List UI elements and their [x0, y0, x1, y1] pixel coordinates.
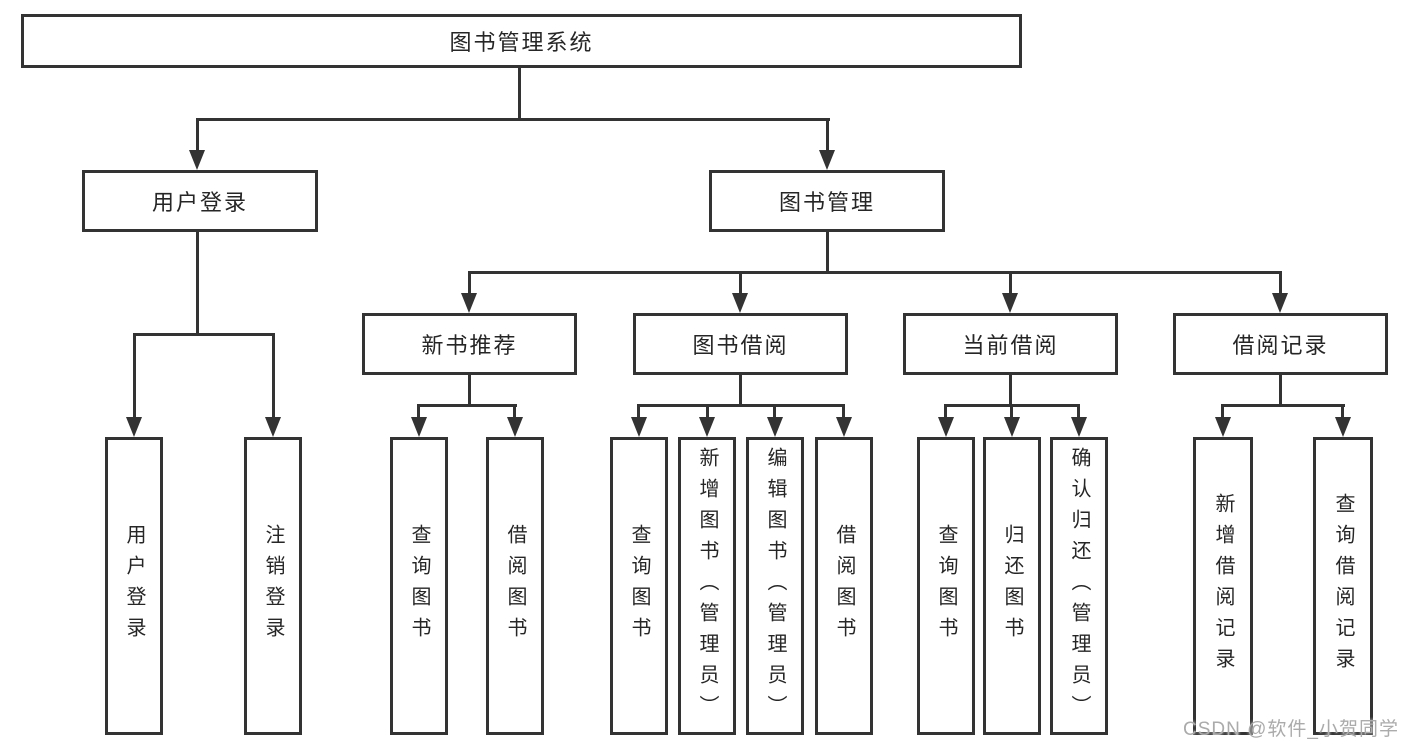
arrow-down-icon [1002, 293, 1018, 313]
connector-line [518, 68, 521, 120]
node-user-login: 用户登录 [105, 437, 163, 735]
arrow-down-icon [938, 417, 954, 437]
connector-line [739, 375, 742, 406]
node-br-query-record: 查询借阅记录 [1313, 437, 1373, 735]
connector-line [842, 404, 845, 419]
node-current-borrowing-label: 当前借阅 [962, 333, 1059, 358]
connector-line [773, 404, 776, 419]
arrow-down-icon [126, 417, 142, 437]
node-book-borrowing-label: 图书借阅 [692, 333, 789, 358]
node-bb-edit-books-admin: 编辑图书（管理员） [746, 437, 804, 735]
connector-line [468, 271, 1282, 274]
watermark-text: CSDN @软件_小贺同学 [1183, 719, 1399, 740]
connector-line [1009, 271, 1012, 295]
connector-line [196, 118, 199, 152]
node-current-borrowing: 当前借阅 [903, 313, 1118, 375]
connector-line [637, 404, 845, 407]
node-cb-confirm-return-admin-label: 确认归还（管理员） [1068, 446, 1090, 726]
node-bb-add-books-admin: 新增图书（管理员） [678, 437, 736, 735]
connector-line [1221, 404, 1224, 419]
connector-line [196, 232, 199, 335]
node-user-login-branch-label: 用户登录 [151, 190, 248, 215]
node-nb-query-books: 查询图书 [390, 437, 448, 735]
connector-line [944, 404, 947, 419]
arrow-down-icon [1335, 417, 1351, 437]
node-book-borrowing: 图书借阅 [633, 313, 848, 375]
node-logout-label: 注销登录 [262, 524, 284, 648]
node-nb-borrow-books: 借阅图书 [486, 437, 544, 735]
connector-line [1279, 375, 1282, 407]
node-user-login-label: 用户登录 [123, 524, 145, 648]
connector-line [1009, 375, 1012, 406]
node-bb-query-books-label: 查询图书 [628, 524, 650, 648]
node-cb-query-books: 查询图书 [917, 437, 975, 735]
node-nb-query-books-label: 查询图书 [408, 524, 430, 648]
connector-line [739, 271, 742, 295]
node-bb-edit-books-admin-label: 编辑图书（管理员） [764, 446, 786, 726]
connector-line [272, 333, 275, 417]
arrow-down-icon [1215, 417, 1231, 437]
connector-line [637, 404, 640, 419]
arrow-down-icon [631, 417, 647, 437]
node-book-management-branch: 图书管理 [709, 170, 945, 232]
connector-line [1077, 404, 1080, 419]
connector-line [513, 404, 516, 419]
connector-line [1341, 404, 1344, 419]
connector-line [133, 333, 136, 417]
arrow-down-icon [1272, 293, 1288, 313]
connector-line [468, 375, 471, 407]
connector-line [196, 118, 830, 121]
node-library-system: 图书管理系统 [21, 14, 1022, 68]
connector-line [1221, 404, 1345, 407]
connector-line [417, 404, 420, 419]
node-br-add-record: 新增借阅记录 [1193, 437, 1253, 735]
arrow-down-icon [819, 150, 835, 170]
node-br-query-record-label: 查询借阅记录 [1332, 493, 1354, 679]
node-bb-add-books-admin-label: 新增图书（管理员） [696, 446, 718, 726]
arrow-down-icon [767, 417, 783, 437]
node-borrowing-records: 借阅记录 [1173, 313, 1388, 375]
arrow-down-icon [411, 417, 427, 437]
node-bb-query-books: 查询图书 [610, 437, 668, 735]
connector-line [1279, 271, 1282, 295]
connector-line [826, 118, 829, 152]
node-cb-confirm-return-admin: 确认归还（管理员） [1050, 437, 1108, 735]
node-cb-return-books-label: 归还图书 [1001, 524, 1023, 648]
node-br-add-record-label: 新增借阅记录 [1212, 493, 1234, 679]
node-bb-borrow-books: 借阅图书 [815, 437, 873, 735]
node-borrowing-records-label: 借阅记录 [1232, 333, 1329, 358]
node-cb-query-books-label: 查询图书 [935, 524, 957, 648]
node-book-management-branch-label: 图书管理 [778, 190, 875, 215]
arrow-down-icon [265, 417, 281, 437]
node-new-book-recommend: 新书推荐 [362, 313, 577, 375]
arrow-down-icon [836, 417, 852, 437]
connector-line [706, 404, 709, 419]
arrow-down-icon [1004, 417, 1020, 437]
node-user-login-branch: 用户登录 [82, 170, 318, 232]
connector-line [417, 404, 517, 407]
arrow-down-icon [732, 293, 748, 313]
connector-line [1010, 404, 1013, 419]
node-library-system-label: 图书管理系统 [449, 30, 594, 55]
node-logout: 注销登录 [244, 437, 302, 735]
connector-line [826, 232, 829, 273]
arrow-down-icon [189, 150, 205, 170]
arrow-down-icon [461, 293, 477, 313]
node-cb-return-books: 归还图书 [983, 437, 1041, 735]
node-bb-borrow-books-label: 借阅图书 [833, 524, 855, 648]
connector-line [133, 333, 275, 336]
arrow-down-icon [1071, 417, 1087, 437]
arrow-down-icon [507, 417, 523, 437]
arrow-down-icon [699, 417, 715, 437]
connector-line [468, 271, 471, 295]
node-nb-borrow-books-label: 借阅图书 [504, 524, 526, 648]
node-new-book-recommend-label: 新书推荐 [421, 333, 518, 358]
